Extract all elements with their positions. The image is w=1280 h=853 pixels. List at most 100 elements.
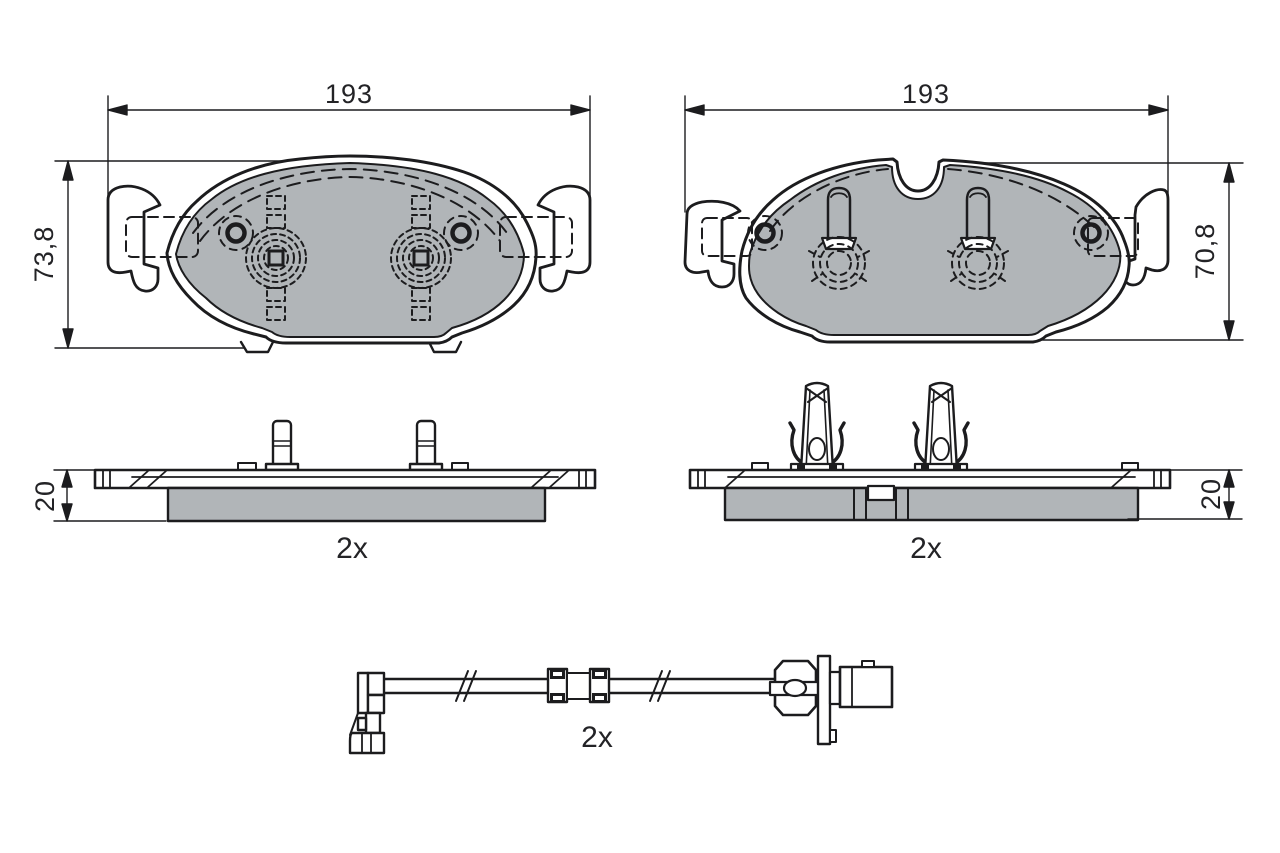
pad-left-ear bbox=[683, 199, 742, 289]
friction-block bbox=[166, 486, 547, 523]
grommet-window bbox=[553, 696, 562, 700]
dimension-height-right bbox=[949, 162, 1244, 341]
connector-collar bbox=[828, 670, 842, 706]
sensor-connector bbox=[768, 654, 894, 746]
dim-label-width-right: 193 bbox=[901, 79, 951, 109]
dim-label-height-left: 73,8 bbox=[29, 225, 59, 283]
abutment-dashed-rect bbox=[499, 216, 573, 258]
dim-label-height-right: 70,8 bbox=[1190, 222, 1220, 280]
pad-side-right-view bbox=[688, 381, 1243, 522]
break-mark bbox=[657, 670, 671, 702]
arrowhead bbox=[62, 328, 74, 349]
clip-edge bbox=[805, 389, 811, 471]
dashed-ring bbox=[812, 236, 866, 290]
clip-cross bbox=[931, 387, 953, 403]
qty-label-side-left: 2x bbox=[336, 532, 368, 565]
tip-neck bbox=[364, 711, 382, 735]
connector-bracket bbox=[816, 654, 832, 746]
connector-housing bbox=[838, 665, 894, 709]
tip-tab bbox=[356, 716, 368, 732]
rivet-ring bbox=[225, 222, 247, 244]
damper-spring-clip bbox=[788, 381, 846, 473]
dashed-ring bbox=[951, 236, 1005, 290]
clip-edge bbox=[947, 389, 953, 471]
sensor-cylinder bbox=[826, 186, 852, 240]
dimension-width-left bbox=[107, 95, 591, 199]
dim-label-thickness-right: 20 bbox=[1196, 477, 1226, 511]
dashed-spoke bbox=[808, 250, 821, 258]
tip-block bbox=[366, 671, 386, 697]
dashed-spoke bbox=[994, 273, 1006, 282]
dashed-ring bbox=[819, 243, 859, 283]
sensor-cylinder bbox=[965, 186, 991, 240]
clip-hole bbox=[932, 437, 950, 461]
arrowhead bbox=[61, 469, 73, 488]
pad-bottom-tab bbox=[239, 340, 275, 354]
chamfer-dashed-arc bbox=[192, 168, 508, 234]
connector-tongue-pill bbox=[782, 678, 808, 698]
dashed-square bbox=[411, 306, 431, 321]
sensor-tip bbox=[348, 671, 386, 755]
sensor-spring-housing bbox=[947, 186, 1009, 290]
arrowhead bbox=[62, 160, 74, 181]
dashed-square bbox=[411, 214, 431, 229]
rivet-feature-left bbox=[747, 215, 783, 251]
plate-chamfer bbox=[147, 470, 167, 488]
dashed-ring bbox=[965, 250, 991, 276]
dashed-spoke bbox=[947, 250, 960, 258]
dashed-ring bbox=[958, 243, 998, 283]
dashed-square bbox=[411, 195, 431, 210]
backplate-band bbox=[688, 468, 1172, 490]
grommet-window bbox=[595, 672, 604, 676]
connector-bracket-foot bbox=[829, 729, 837, 743]
dashed-spoke bbox=[855, 273, 867, 282]
arrowhead bbox=[1148, 104, 1169, 116]
tip-block bbox=[366, 693, 386, 715]
dashed-ring bbox=[263, 245, 289, 271]
dimension-thickness-right bbox=[1127, 469, 1243, 520]
pad-right-ear bbox=[536, 184, 592, 293]
dim-label-thickness-left: 20 bbox=[30, 479, 60, 513]
dashed-square bbox=[266, 195, 286, 210]
break-mark bbox=[455, 670, 469, 702]
qty-label-side-right: 2x bbox=[910, 532, 942, 565]
plate-chamfer bbox=[1111, 470, 1131, 488]
break-mark bbox=[463, 670, 477, 702]
plate-chamfer bbox=[129, 470, 149, 488]
arrowhead bbox=[61, 503, 73, 522]
dim-label-width-left: 193 bbox=[324, 79, 374, 109]
pin-body bbox=[271, 419, 293, 470]
plate-center-lug bbox=[866, 484, 896, 502]
dashed-ring bbox=[396, 233, 446, 283]
rivet-ring bbox=[450, 222, 472, 244]
clip-foot-pad bbox=[953, 465, 961, 470]
clip-edge bbox=[929, 389, 935, 471]
dashed-spoke bbox=[996, 250, 1009, 258]
spring-mount-center bbox=[412, 249, 430, 267]
chamfer-dashed-arc bbox=[947, 168, 1101, 234]
backplate-band bbox=[93, 468, 597, 490]
pad-friction-material bbox=[175, 162, 525, 338]
arrowhead bbox=[684, 104, 705, 116]
grommet-window bbox=[553, 672, 562, 676]
tip-foot bbox=[348, 731, 386, 755]
clip-cross bbox=[805, 387, 827, 403]
spring-mount-column bbox=[245, 195, 307, 321]
break-mark bbox=[649, 670, 663, 702]
dashed-ring bbox=[245, 227, 307, 289]
cable-sleeve bbox=[566, 672, 591, 700]
connector-top-tab bbox=[861, 660, 875, 668]
pad-front-right-view bbox=[683, 95, 1244, 344]
rivet-feature-right bbox=[1073, 215, 1109, 251]
arrowhead bbox=[1223, 320, 1235, 341]
plate-chamfer bbox=[725, 470, 745, 488]
arrowhead bbox=[570, 104, 591, 116]
arrowhead bbox=[1223, 501, 1235, 520]
sensor-spring-housing bbox=[808, 186, 870, 290]
dashed-square bbox=[266, 214, 286, 229]
dimension-width-right bbox=[684, 95, 1169, 213]
chamfer-dashed-arc bbox=[769, 168, 889, 232]
guide-pin bbox=[264, 419, 300, 472]
